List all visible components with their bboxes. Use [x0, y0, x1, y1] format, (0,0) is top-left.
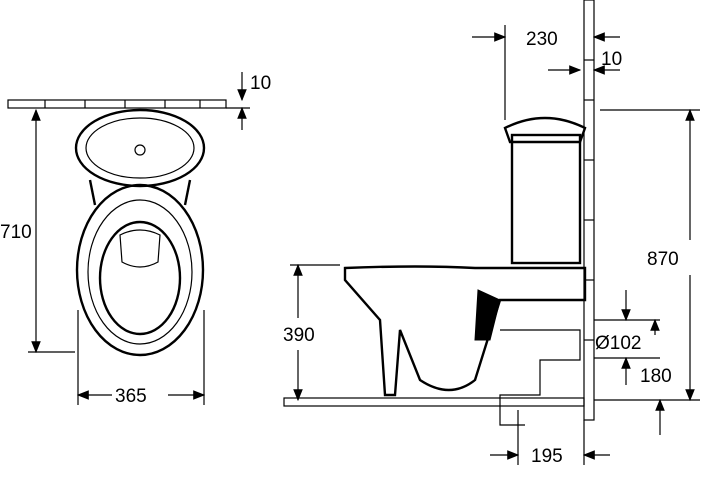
dim-width: 365: [115, 386, 147, 407]
wall-side-view: [583, 0, 595, 421]
dim-tank-gap: 10: [601, 49, 622, 70]
dim-total-height: 870: [647, 249, 679, 270]
bowl-opening: [98, 220, 182, 336]
dim-outlet-distance: 195: [531, 446, 563, 467]
bowl-outline-top: [75, 183, 205, 357]
wall-bricks: [44, 100, 201, 108]
flush-button: [134, 144, 146, 156]
wall-top-view: [7, 99, 227, 109]
cistern-lid: [503, 116, 587, 144]
dim-depth: 710: [0, 222, 32, 243]
tank-outline-top: [74, 108, 206, 188]
dim-tank-offset: 230: [526, 29, 558, 50]
dim-wall-gap: 10: [250, 73, 271, 94]
cistern: [510, 133, 582, 265]
floor: [283, 397, 585, 407]
trap: [474, 289, 501, 341]
dim-outlet-diameter: Ø102: [595, 333, 641, 354]
outlet-pipe: [499, 329, 581, 426]
bowl-side: [343, 265, 587, 397]
side-view: 230 10 870 390 Ø102 180 195: [283, 0, 700, 467]
dim-rim-height: 390: [283, 325, 315, 346]
top-view: 710 365 10: [0, 72, 271, 407]
dim-outlet-height: 180: [640, 366, 672, 387]
